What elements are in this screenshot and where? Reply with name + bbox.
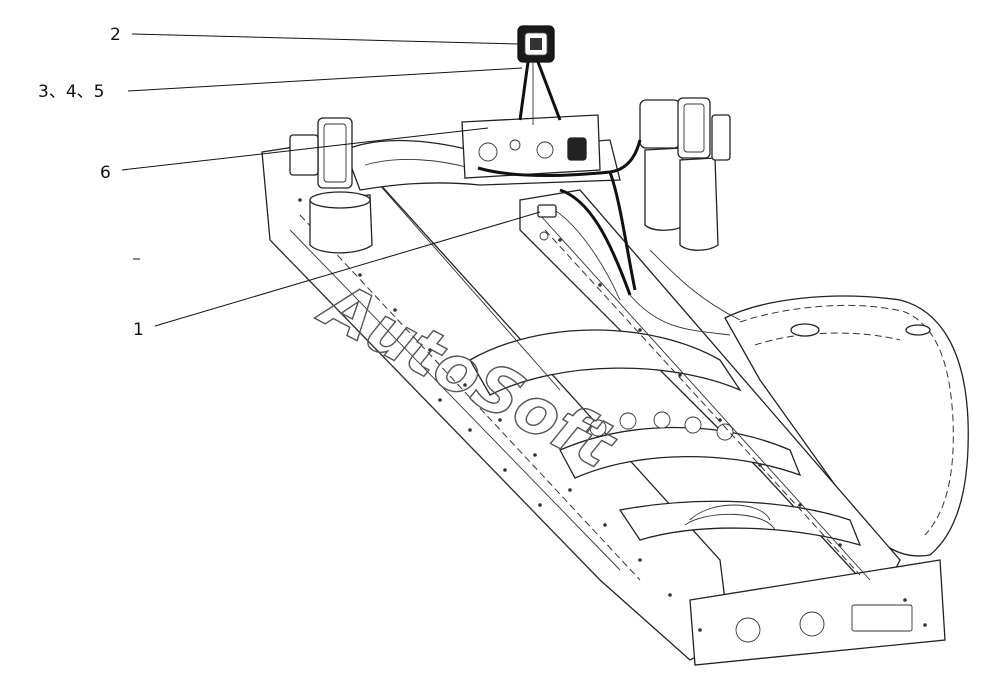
leader-line-3-4-5 [127, 67, 523, 92]
fuel-tank [724, 295, 969, 557]
front-crossbeam [344, 114, 621, 191]
leader-line-2 [131, 33, 519, 45]
callout-6: 6 [100, 127, 489, 183]
callout-label-6: 6 [100, 163, 111, 183]
callout-label-1: 1 [133, 320, 144, 340]
fuel-cap [790, 323, 820, 337]
connector-block [567, 137, 587, 161]
wiring-harness [477, 61, 741, 336]
left-air-spring [289, 117, 373, 254]
chassis-frame [261, 139, 946, 666]
mounting-bracket [461, 114, 601, 179]
callout-label-3-4-5: 3、4、5 [38, 82, 104, 102]
callout-1: 1 [133, 211, 541, 340]
leader-line-1 [154, 211, 541, 327]
display-unit [517, 25, 555, 63]
right-air-spring [639, 97, 731, 251]
callout-2: 2 [110, 25, 519, 45]
callout-3-4-5: 3、4、5 [38, 67, 523, 102]
leader-line-6 [121, 127, 489, 171]
callout-label-2: 2 [110, 25, 121, 45]
sensor-connector [537, 204, 557, 241]
